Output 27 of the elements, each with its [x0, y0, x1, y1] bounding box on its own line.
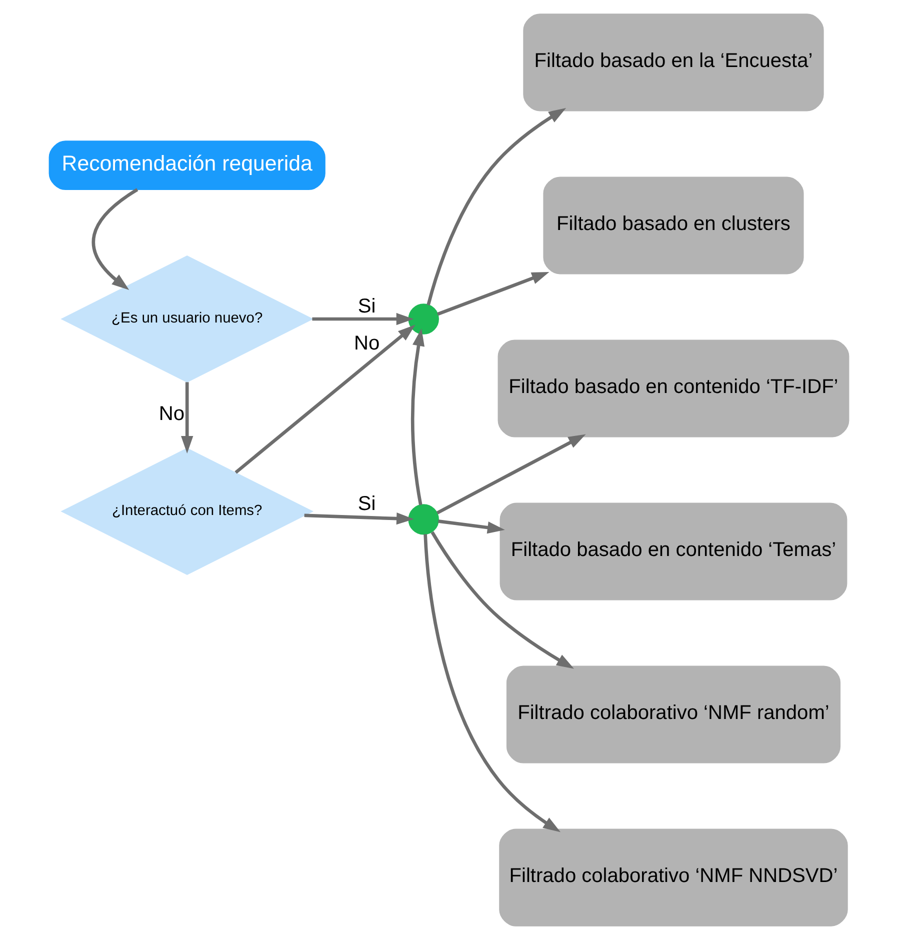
arrow: [436, 434, 586, 514]
arrow: [92, 188, 138, 290]
node-circle: [408, 303, 439, 334]
arrow: [430, 530, 574, 668]
edge-label: No: [158, 402, 185, 424]
node-box: Filtado basado en contenido ‘TF-IDF’: [498, 339, 850, 437]
arrow: [234, 324, 416, 474]
node-box: Filtado basado en la ‘Encuesta’: [523, 13, 824, 111]
node-box: Filtrado colaborativo ‘NMF random’: [506, 665, 841, 763]
node-box: Recomendación requerida: [48, 140, 326, 190]
arrow: [312, 312, 414, 325]
node-diamond: ¿Interactuó con Items?: [60, 447, 314, 574]
edge-label: Si: [358, 492, 376, 515]
node-box: Filtado basado en contenido ‘Temas’: [500, 502, 848, 600]
arrow: [426, 108, 566, 305]
node-diamond: ¿Es un usuario nuevo?: [60, 254, 314, 382]
node-box: Filtrado colaborativo ‘NMF NNDSVD’: [499, 828, 848, 926]
arrow: [410, 328, 424, 505]
arrow: [181, 382, 194, 453]
arrow: [436, 271, 550, 316]
arrow: [304, 512, 414, 524]
arrow: [438, 519, 505, 534]
edge-label: Si: [358, 294, 376, 317]
node-box: Filtado basado en clusters: [543, 176, 804, 274]
edge-label: No: [354, 332, 380, 354]
node-circle: [408, 504, 439, 534]
arrow: [424, 534, 561, 832]
